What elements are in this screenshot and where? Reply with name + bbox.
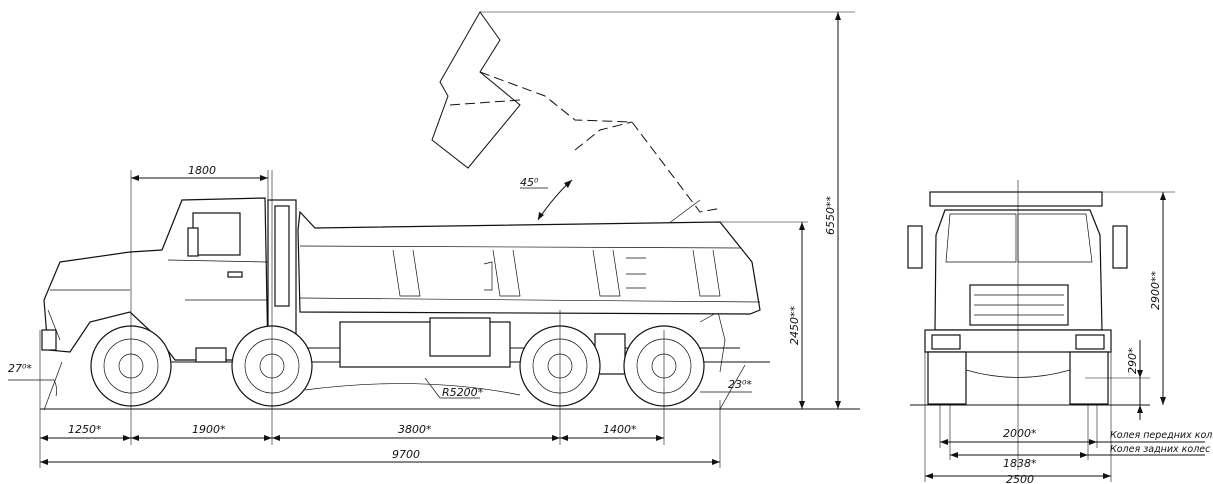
dim-rear-axle-spacing: 1400* — [603, 423, 637, 436]
front-mirror-right — [1112, 225, 1128, 269]
dim-rear-track: 1838* — [1003, 457, 1037, 470]
dim-ground-clearance: 290* — [1126, 347, 1139, 374]
raised-dump-body — [431, 11, 723, 246]
dim-wheelbase-front: 1900* — [192, 423, 226, 436]
dim-cab-length: 1800 — [188, 164, 216, 177]
dim-approach-angle: 27⁰* — [8, 362, 32, 375]
front-mirror-left — [907, 225, 923, 269]
dim-turning-radius: R5200* — [442, 386, 484, 399]
dim-body-height: 2450** — [788, 306, 801, 345]
cab — [41, 197, 269, 363]
label-rear-track: Колея задних колес — [1110, 444, 1211, 455]
tipping-angle-label: 45⁰ — [520, 176, 539, 189]
front-wheel-left — [927, 351, 967, 405]
chassis — [120, 199, 770, 375]
dim-max-height: 6550** — [824, 196, 837, 235]
dim-departure-angle: 23⁰* — [728, 378, 752, 391]
dump-body — [297, 210, 761, 315]
dim-wheelbase-middle: 3800* — [398, 423, 432, 436]
dim-front-height: 2900** — [1149, 271, 1162, 310]
dim-front-width: 2500 — [1006, 473, 1034, 484]
dim-total-length: 9700 — [392, 448, 420, 461]
side-view: 45⁰ — [8, 11, 860, 468]
side-mirror — [187, 227, 199, 257]
front-view: 2900** 290* 2000* Колея передних колес 1… — [907, 180, 1213, 484]
cab-window — [192, 212, 241, 256]
dim-front-overhang: 1250* — [68, 423, 102, 436]
dim-front-track: 2000* — [1003, 427, 1037, 440]
label-front-track: Колея передних колес — [1110, 430, 1213, 441]
